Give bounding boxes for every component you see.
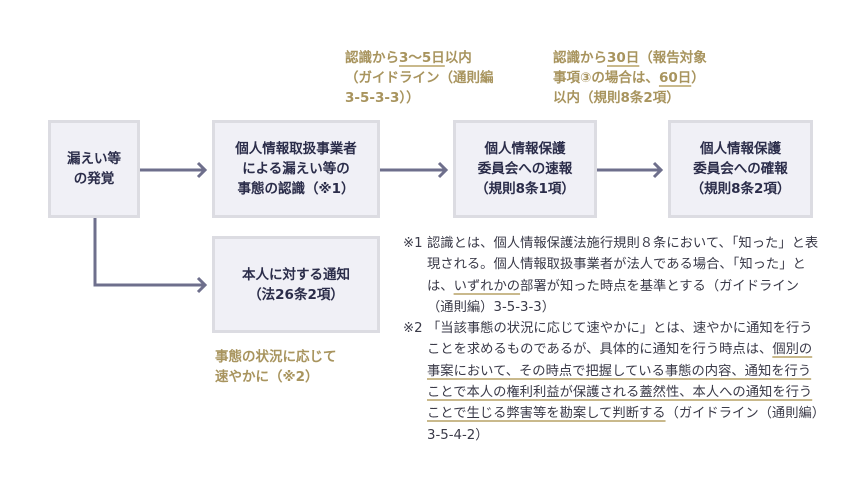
deadline-text: 事項③の場合は、 [553,70,659,86]
footnote-text: （ガイドライン（通則編）3-5-4-2） [427,406,819,443]
timing-text: 速やかに（※2） [215,369,319,385]
box-leak-discovery: 漏えい等 の発覚 [48,120,140,218]
box-notify-person: 本人に対する通知 （法26条2項） [212,236,380,333]
timing-text: 事態の状況に応じて [215,349,337,365]
footnote-emphasis: 個別の事案において、その時点で把握している事態の内容、通知を行うことで本人の権利… [427,342,813,422]
box-prompt-report: 個人情報保護 委員会への速報 （規則8条1項） [453,120,597,218]
deadline-days: 30日 [607,50,640,66]
deadline-text: 認識から [553,50,607,66]
footnote-1: ※1 認識とは、個人情報保護法施行規則８条において、「知った」と表現される。個人… [403,233,823,318]
footnote-body: 「当該事態の状況に応じて速やかに」とは、速やかに通知を行うことを求めるものである… [427,318,823,446]
deadline-reference: （ガイドライン（通則編 [345,70,494,86]
arrow-discovery-to-recognition [140,161,208,179]
footnotes: ※1 認識とは、個人情報保護法施行規則８条において、「知った」と表現される。個人… [403,233,823,446]
deadline-days-alt: 60日 [658,70,692,86]
footnote-mark: ※2 [403,321,423,337]
arrow-prompt-to-final-report [597,161,664,179]
footnote-body: 認識とは、個人情報保護法施行規則８条において、「知った」と表現される。個人情報取… [427,233,823,318]
deadline-reference: 以内（規則8条2項） [553,90,680,106]
box-incident-recognition: 個人情報取扱事業者 による漏えい等の 事態の認識（※1） [212,120,380,218]
prompt-report-deadline: 認識から3〜5日以内 （ガイドライン（通則編 3-5-3-3）） [345,48,494,108]
footnote-emphasis: いずれかの [453,278,521,294]
footnote-2: ※2 「当該事態の状況に応じて速やかに」とは、速やかに通知を行うことを求めるもの… [403,318,823,446]
footnote-text: 認識とは、個人情報保護法施行規則８条において、「知った」と表現される。個人情報取… [427,236,819,294]
final-report-deadline: 認識から30日（報告対象 事項③の場合は、60日） 以内（規則8条2項） [553,48,707,108]
deadline-reference: 3-5-3-3）） [345,90,420,106]
deadline-text: 以内 [444,50,472,66]
deadline-text: （報告対象 [639,50,707,66]
arrow-discovery-to-notify [93,218,208,294]
deadline-text: 認識から [345,50,399,66]
box-final-report: 個人情報保護 委員会への確報 （規則8条2項） [668,120,813,218]
notify-timing: 事態の状況に応じて 速やかに（※2） [215,347,337,387]
deadline-text: ） [691,70,705,86]
arrow-recognition-to-prompt-report [380,161,449,179]
footnote-text: 「当該事態の状況に応じて速やかに」とは、速やかに通知を行うことを求めるものである… [427,321,813,358]
footnote-text: 部署が知った時点を基準とする（ガイドライン（通則編）3-5-3-3） [427,278,799,315]
footnote-mark: ※1 [403,236,423,251]
deadline-days: 3〜5日 [399,50,445,66]
